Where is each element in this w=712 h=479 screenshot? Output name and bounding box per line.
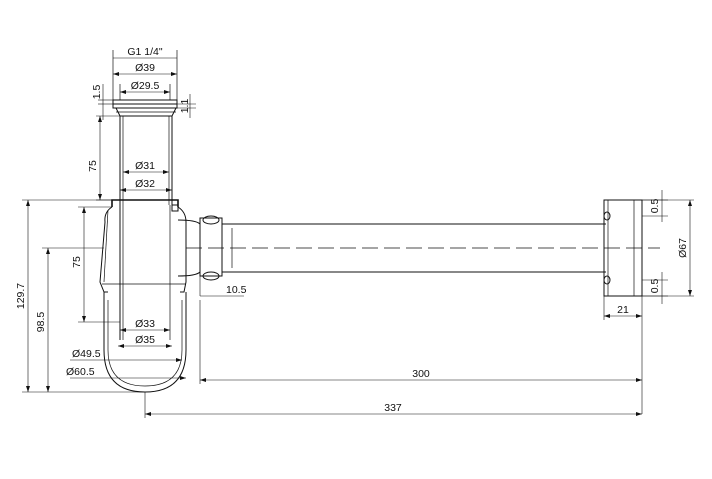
wall-rosette: [603, 199, 643, 297]
dim-thread: G1 1/4": [127, 46, 163, 58]
dim-overall-length: 337: [384, 402, 402, 414]
dim-bowl-dia-outer: Ø60.5: [66, 366, 95, 378]
dim-rosette-thickness-bottom: 0.5: [649, 279, 661, 294]
dim-outlet-height: 98.5: [35, 312, 47, 333]
dim-trap-inlet-height: 75: [71, 256, 83, 268]
dim-flange-gap: 1.1: [179, 99, 191, 114]
dimension-lines: [22, 57, 694, 418]
dim-total-height: 129.7: [15, 283, 27, 309]
dim-inner-dia-top: Ø29.5: [131, 80, 160, 92]
dim-bowl-dia-inner: Ø49.5: [72, 348, 101, 360]
dim-tube-dia-33: Ø33: [135, 318, 155, 330]
dimension-labels: G1 1/4" Ø39 Ø29.5 1.5 1.1 75 Ø31 Ø32 129…: [15, 46, 689, 414]
dim-flange-thickness: 1.5: [91, 85, 103, 100]
dim-rosette-dia: Ø67: [677, 238, 689, 258]
dim-rosette-thickness-top: 0.5: [649, 199, 661, 214]
dim-tube-dia-32: Ø32: [135, 178, 155, 190]
dim-tube-dia-31: Ø31: [135, 160, 155, 172]
inlet-flange: [112, 50, 178, 117]
outlet-pipe: [177, 215, 660, 281]
dim-tube-height: 75: [87, 160, 99, 172]
dim-tube-dia-35: Ø35: [135, 334, 155, 346]
dim-rosette-depth: 21: [617, 304, 629, 316]
trap-body: [99, 199, 187, 393]
dim-flange-dia: Ø39: [135, 62, 155, 74]
inlet-tube: [119, 116, 173, 340]
dim-outlet-length: 300: [412, 368, 430, 380]
dim-nut-offset: 10.5: [226, 284, 247, 296]
